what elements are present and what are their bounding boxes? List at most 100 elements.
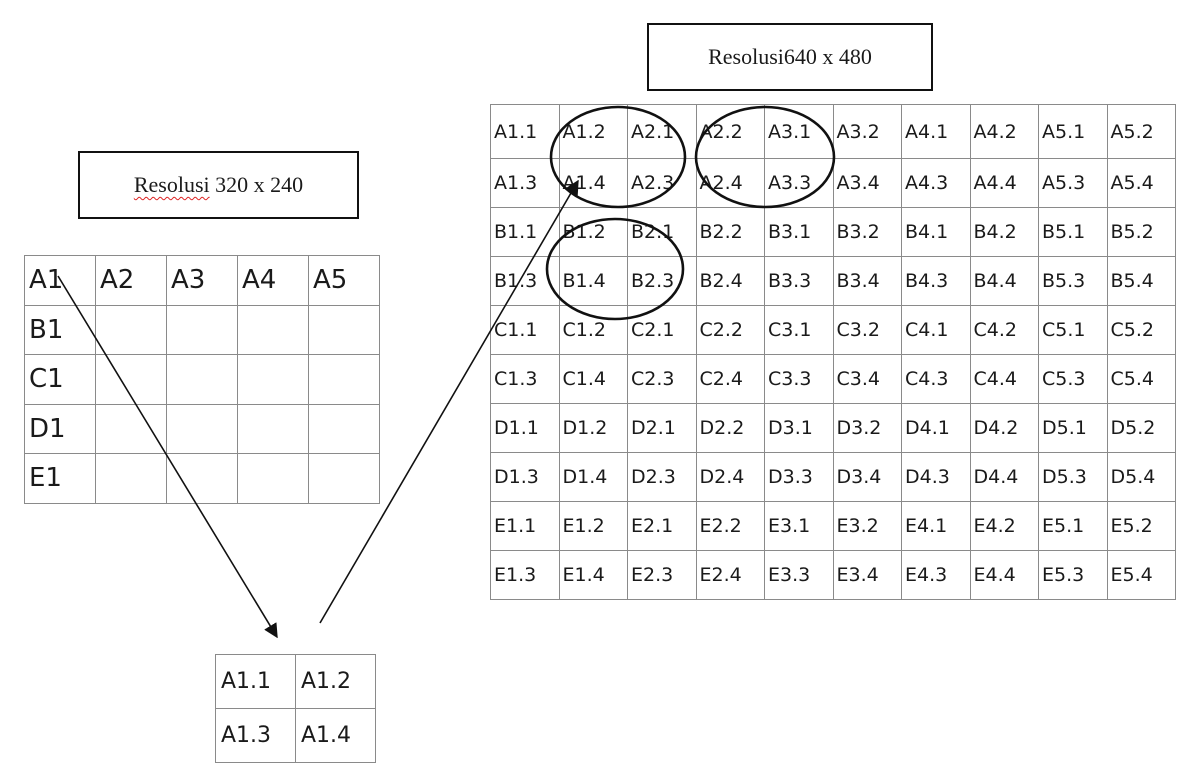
- grid-cell: C4.3: [901, 354, 971, 404]
- grid-cell: B4.4: [969, 256, 1039, 306]
- grid-cell: D4.3: [901, 452, 971, 502]
- grid-cell: E2.3: [627, 550, 697, 600]
- small-resolution-value: 320 x 240: [215, 172, 304, 197]
- grid-cell: A4.2: [969, 104, 1039, 159]
- grid-cell: [308, 403, 380, 454]
- small-resolution-label: Resolusi 320 x 240: [78, 151, 359, 219]
- grid-cell: A2: [95, 255, 167, 306]
- grid-cell: A1.2: [558, 104, 628, 159]
- grid-cell: D1.2: [558, 403, 628, 453]
- grid-cell: A1.3: [490, 158, 560, 208]
- grid-cell: B4.3: [901, 256, 971, 306]
- grid-cell: D3.4: [832, 452, 902, 502]
- grid-cell: A4.3: [901, 158, 971, 208]
- grid-cell: E4.1: [901, 501, 971, 551]
- grid-cell: A5: [308, 255, 380, 306]
- grid-cell: [308, 354, 380, 405]
- grid-cell: A1.4: [295, 708, 376, 763]
- grid-cell: D2.1: [627, 403, 697, 453]
- grid-cell: D3.1: [764, 403, 834, 453]
- grid-cell: E5.4: [1106, 550, 1176, 600]
- grid-cell: D2.2: [695, 403, 765, 453]
- grid-cell: D4.2: [969, 403, 1039, 453]
- large-resolution-text: Resolusi640 x 480: [708, 44, 872, 69]
- grid-cell: A5.1: [1038, 104, 1108, 159]
- grid-cell: E5.2: [1106, 501, 1176, 551]
- grid-cell: [166, 403, 238, 454]
- grid-cell: D1.3: [490, 452, 560, 502]
- grid-cell: B5.4: [1106, 256, 1176, 306]
- grid-cell: C3.1: [764, 305, 834, 355]
- grid-cell: E3.2: [832, 501, 902, 551]
- grid-cell: C1.3: [490, 354, 560, 404]
- grid-cell: C1: [24, 354, 96, 405]
- grid-cell: A4: [237, 255, 309, 306]
- grid-cell: D5.4: [1106, 452, 1176, 502]
- grid-cell: A5.3: [1038, 158, 1108, 208]
- grid-cell: [166, 354, 238, 405]
- grid-cell: A2.1: [627, 104, 697, 159]
- grid-cell: C1.2: [558, 305, 628, 355]
- grid-cell: E4.2: [969, 501, 1039, 551]
- grid-cell: A2.2: [695, 104, 765, 159]
- grid-cell: E5.3: [1038, 550, 1108, 600]
- grid-cell: A1.1: [490, 104, 560, 159]
- grid-cell: B5.3: [1038, 256, 1108, 306]
- grid-cell: [237, 403, 309, 454]
- grid-row: B1: [24, 304, 380, 355]
- grid-cell: B1.4: [558, 256, 628, 306]
- grid-cell: D5.1: [1038, 403, 1108, 453]
- grid-cell: D1: [24, 403, 96, 454]
- grid-cell: B3.4: [832, 256, 902, 306]
- grid-cell: E1.4: [558, 550, 628, 600]
- grid-cell: C2.3: [627, 354, 697, 404]
- grid-cell: [308, 453, 380, 504]
- grid-cell: D4.4: [969, 452, 1039, 502]
- grid-cell: B1.2: [558, 207, 628, 257]
- grid-cell: [308, 304, 380, 355]
- grid-cell: [95, 403, 167, 454]
- grid-cell: C1.4: [558, 354, 628, 404]
- grid-cell: C5.4: [1106, 354, 1176, 404]
- grid-cell: [95, 453, 167, 504]
- grid-cell: E4.3: [901, 550, 971, 600]
- grid-cell: B5.1: [1038, 207, 1108, 257]
- grid-cell: E3.1: [764, 501, 834, 551]
- grid-cell: A3: [166, 255, 238, 306]
- grid-cell: A3.4: [832, 158, 902, 208]
- grid-cell: B1.1: [490, 207, 560, 257]
- grid-cell: D3.3: [764, 452, 834, 502]
- grid-cell: C3.4: [832, 354, 902, 404]
- grid-cell: C1.1: [490, 305, 560, 355]
- grid-cell: A1.1: [215, 654, 296, 709]
- grid-cell: C2.1: [627, 305, 697, 355]
- grid-cell: E2.2: [695, 501, 765, 551]
- grid-cell: C5.2: [1106, 305, 1176, 355]
- grid-cell: [166, 304, 238, 355]
- grid-cell: B3.2: [832, 207, 902, 257]
- grid-cell: D1.1: [490, 403, 560, 453]
- grid-cell: A4.1: [901, 104, 971, 159]
- grid-cell: B4.2: [969, 207, 1039, 257]
- grid-cell: E4.4: [969, 550, 1039, 600]
- grid-cell: C2.4: [695, 354, 765, 404]
- grid-cell: C4.1: [901, 305, 971, 355]
- grid-cell: B1.3: [490, 256, 560, 306]
- grid-cell: B3.3: [764, 256, 834, 306]
- grid-cell: B2.4: [695, 256, 765, 306]
- grid-cell: D2.4: [695, 452, 765, 502]
- grid-cell: [237, 354, 309, 405]
- grid-cell: B3.1: [764, 207, 834, 257]
- grid-cell: A3.2: [832, 104, 902, 159]
- grid-cell: A1.3: [215, 708, 296, 763]
- grid-cell: A2.3: [627, 158, 697, 208]
- grid-row: D1: [24, 403, 380, 454]
- grid-cell: D1.4: [558, 452, 628, 502]
- grid-cell: D3.2: [832, 403, 902, 453]
